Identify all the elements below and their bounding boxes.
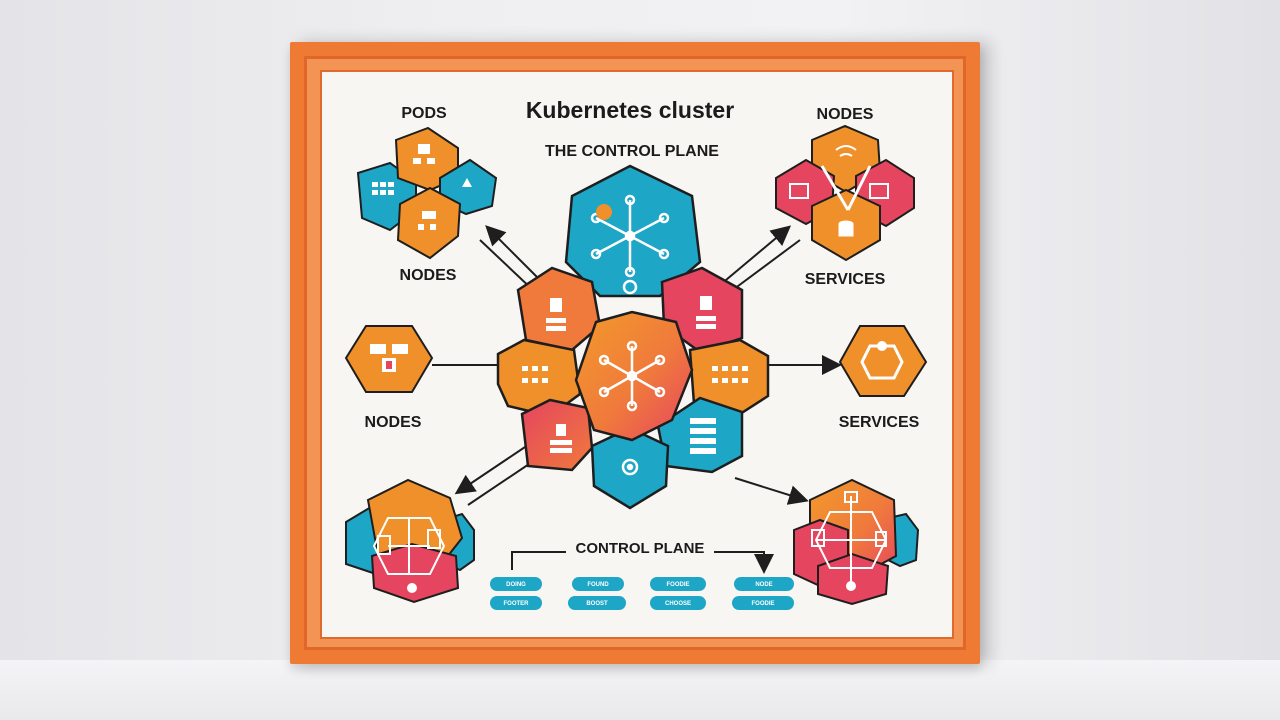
gear-icon xyxy=(622,279,638,295)
bottom-right-cluster xyxy=(793,478,920,606)
gear-icon-bottom xyxy=(621,458,639,476)
pill-6 xyxy=(568,596,626,610)
pod-hex-orange-bottom xyxy=(396,186,462,260)
bl-icons xyxy=(372,517,446,593)
orange-dot-icon xyxy=(596,204,612,220)
services-right-node xyxy=(838,325,928,397)
floor-shelf xyxy=(0,660,1280,720)
network-hex-icon xyxy=(372,517,446,575)
bracket-left xyxy=(511,551,566,570)
arrow-to-nodes-right-2 xyxy=(729,239,801,293)
connector-arrows xyxy=(432,225,842,506)
pill-1-text: DOING xyxy=(506,582,526,588)
pill-4-text: NODE xyxy=(755,582,772,588)
pill-2-text: FOUND xyxy=(587,582,609,588)
grid-icon-ml xyxy=(522,366,528,371)
label-services-mid-right: SERVICES xyxy=(839,414,920,431)
arrow-to-bottom-left-2 xyxy=(467,457,539,506)
central-cluster xyxy=(496,164,770,510)
pill-8 xyxy=(732,596,794,610)
network-icon-top xyxy=(590,194,670,278)
arrow-to-pods-2 xyxy=(479,239,536,293)
diagram-subtitle: THE CONTROL PLANE xyxy=(545,143,719,160)
pods-icons xyxy=(372,144,472,230)
label-nodes-mid-left: NODES xyxy=(365,414,422,431)
pill-1 xyxy=(490,577,542,591)
label-control-plane-bottom: CONTROL PLANE xyxy=(576,540,705,557)
services-right-hex xyxy=(838,325,928,397)
pill-7-text: CHOOSE xyxy=(665,601,691,607)
pill-3-text: FOODIE xyxy=(666,582,689,588)
label-nodes-top-right: NODES xyxy=(817,106,874,123)
arrow-to-bottom-left xyxy=(454,444,529,495)
server-icon-ll xyxy=(556,424,566,436)
arrow-to-nodes-right xyxy=(719,225,792,286)
pill-6-text: BOOST xyxy=(586,601,608,607)
central-icons xyxy=(590,194,670,476)
control-plane-hex-top xyxy=(564,164,702,298)
pill-7 xyxy=(650,596,706,610)
br-icons xyxy=(811,491,888,591)
pill-2 xyxy=(572,577,624,591)
rack-icon-lr xyxy=(690,418,716,424)
triangle-icon xyxy=(462,178,472,187)
label-nodes-top-left: NODES xyxy=(400,267,457,284)
pill-5-text: FOOTER xyxy=(504,601,530,607)
grid-icon xyxy=(372,182,378,187)
nodes-right-icons xyxy=(789,145,889,237)
box-icon xyxy=(422,211,436,219)
pill-4 xyxy=(734,577,794,591)
divider-line xyxy=(820,165,850,211)
wifi-icon xyxy=(835,145,857,151)
arrow-to-pods xyxy=(485,225,546,286)
server-icon xyxy=(418,144,430,154)
label-services-top-right: SERVICES xyxy=(805,271,886,288)
services-hex-icon xyxy=(860,344,904,380)
control-plane-legend: CONTROL PLANE DOING FOUND FOODIE NODE FO… xyxy=(490,540,794,610)
diagram-title: Kubernetes cluster xyxy=(526,97,734,123)
grid-icon-mr xyxy=(712,366,718,371)
network-icon-center xyxy=(598,340,666,412)
pill-8-text: FOODIE xyxy=(751,601,774,607)
server-icon-ur xyxy=(700,296,712,310)
pill-3 xyxy=(650,577,706,591)
pill-5 xyxy=(490,596,542,610)
br-hex-pink-bottom xyxy=(817,552,890,606)
bracket-right xyxy=(714,551,774,574)
arrow-to-bottom-right xyxy=(734,477,809,505)
cube-icon xyxy=(370,344,386,354)
central-server-icons xyxy=(522,204,748,454)
chart-icon xyxy=(869,183,889,199)
nodes-left-node xyxy=(344,325,434,393)
label-pods-top-left: PODS xyxy=(401,105,447,122)
monitor-icon xyxy=(789,183,809,199)
server-icon-ul xyxy=(550,298,562,312)
